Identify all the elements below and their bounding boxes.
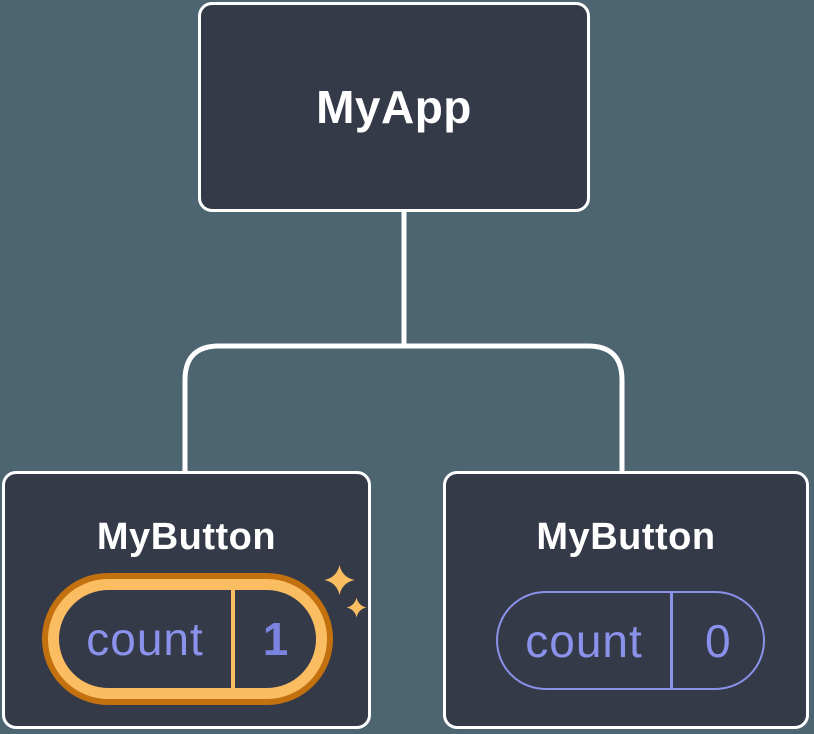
state-highlight-ring-inner: count 1 bbox=[48, 579, 327, 699]
sparkle-small bbox=[346, 597, 367, 618]
sparkles-icon bbox=[324, 565, 367, 618]
state-name-label: count bbox=[86, 613, 204, 665]
state-value: 0 bbox=[704, 614, 731, 667]
node-mybutton-1-label: MyButton bbox=[96, 516, 277, 558]
state-pill-divider bbox=[231, 590, 235, 688]
state-name-label: count bbox=[525, 614, 643, 667]
node-mybutton-1: MyButton count 1 bbox=[2, 471, 371, 729]
node-mybutton-2: MyButton count 0 bbox=[443, 471, 809, 729]
state-pill-count-0: count 0 bbox=[496, 591, 765, 690]
node-myapp: MyApp bbox=[198, 2, 590, 212]
rail-branch-connector bbox=[182, 343, 625, 480]
state-value: 1 bbox=[262, 613, 289, 665]
sparkle-large bbox=[324, 565, 355, 595]
state-pill-divider bbox=[670, 593, 673, 688]
state-highlight-ring: count 1 bbox=[42, 573, 333, 705]
node-mybutton-2-label: MyButton bbox=[536, 516, 716, 558]
node-myapp-label: MyApp bbox=[316, 81, 472, 133]
state-pill-count-1: count 1 bbox=[59, 590, 316, 688]
